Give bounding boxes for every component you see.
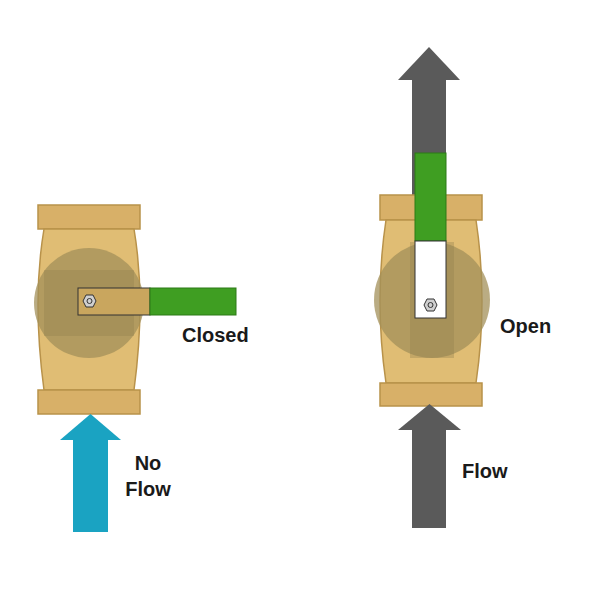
no-flow-arrow — [60, 414, 121, 440]
state-label: Open — [500, 313, 551, 339]
valve-ball — [374, 242, 490, 358]
lever-handle — [150, 288, 236, 315]
stem-nut — [87, 299, 92, 304]
stem-nut — [424, 299, 437, 311]
flow-arrow — [398, 47, 460, 80]
flow-label: Flow — [462, 458, 508, 484]
valve-cap — [38, 390, 140, 414]
valve-cap — [38, 205, 140, 229]
stem-nut — [83, 295, 96, 307]
handle-stem — [415, 241, 446, 318]
flow-label: No Flow — [118, 450, 178, 502]
stem-nut — [428, 303, 433, 308]
lever-handle — [415, 153, 446, 241]
flow-arrow — [398, 404, 461, 430]
state-label: Closed — [182, 322, 249, 348]
open-valve — [374, 47, 490, 528]
no-flow-arrow — [73, 440, 108, 532]
closed-valve — [34, 205, 236, 532]
ball-bore — [410, 242, 454, 358]
valve-cap — [380, 383, 482, 406]
flow-arrow — [412, 430, 446, 528]
handle-stem — [78, 288, 150, 315]
